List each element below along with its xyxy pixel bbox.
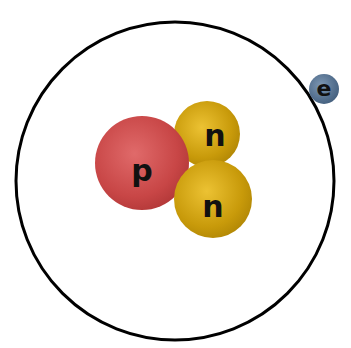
particle-symbol: n — [204, 121, 225, 151]
neutron-particle: n — [174, 160, 252, 238]
particle-symbol: p — [131, 156, 152, 186]
particle-symbol: e — [317, 78, 332, 100]
orbit-ring — [16, 22, 334, 340]
electron-particle: e — [309, 74, 340, 105]
particle-symbol: n — [202, 192, 223, 222]
